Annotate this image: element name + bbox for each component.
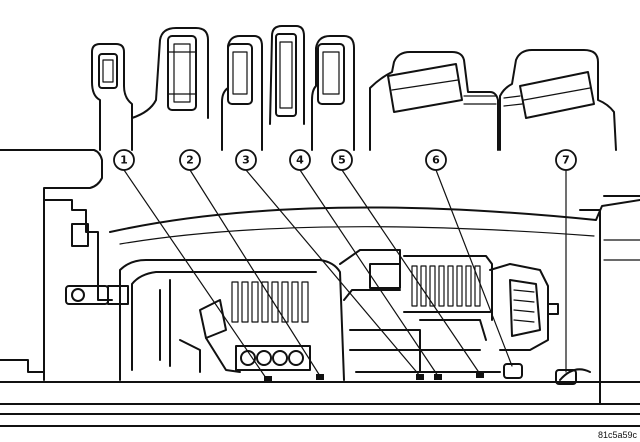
callout-1: 1 xyxy=(113,149,135,171)
callout-2: 2 xyxy=(179,149,201,171)
callout-6: 6 xyxy=(425,149,447,171)
svg-text:7: 7 xyxy=(562,154,570,167)
seal-detail-6 xyxy=(369,51,499,151)
seal-detail-2 xyxy=(131,27,209,119)
reference-code: 81c5a59c xyxy=(598,430,638,440)
seal-detail-4 xyxy=(269,25,305,125)
transmission-cross-section xyxy=(0,149,640,427)
svg-text:1: 1 xyxy=(120,154,128,167)
seal-detail-7 xyxy=(499,49,617,151)
svg-text:2: 2 xyxy=(186,154,194,167)
callout-4: 4 xyxy=(289,149,311,171)
svg-text:5: 5 xyxy=(338,154,346,167)
leader-lines xyxy=(123,169,567,379)
clutch-pack-left xyxy=(231,281,309,323)
callout-3: 3 xyxy=(235,149,257,171)
svg-text:4: 4 xyxy=(296,154,304,167)
callout-5: 5 xyxy=(331,149,353,171)
svg-text:6: 6 xyxy=(432,154,440,167)
bearing-rollers xyxy=(235,345,311,371)
seal-detail-1 xyxy=(91,43,133,151)
callout-7: 7 xyxy=(555,149,577,171)
seal-detail-3 xyxy=(221,35,263,151)
clutch-pack-right xyxy=(411,265,481,307)
seal-detail-5 xyxy=(311,35,355,151)
svg-text:3: 3 xyxy=(242,154,250,167)
